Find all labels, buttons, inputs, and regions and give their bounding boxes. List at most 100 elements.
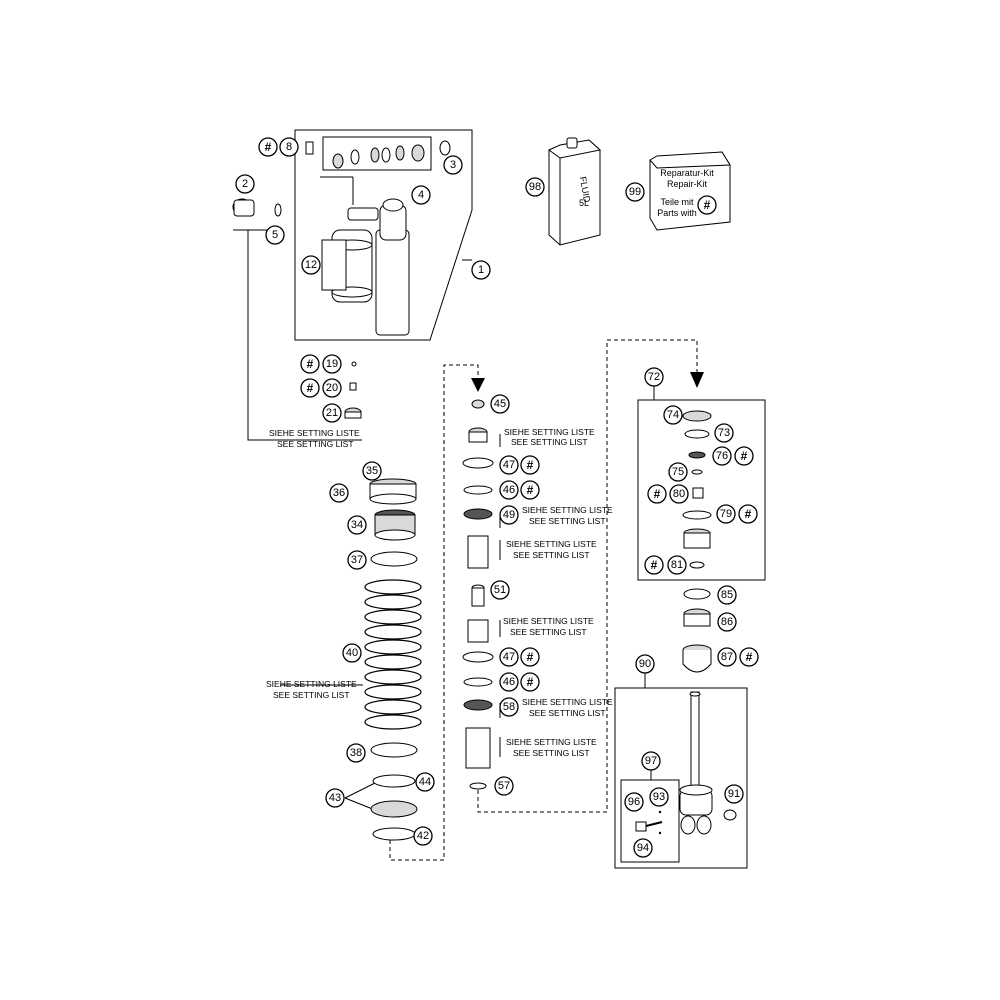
repair-kit-line3: Teile mit — [660, 197, 694, 207]
repair-kit-illustration: Reparatur-Kit Repair-Kit Teile mit Parts… — [649, 151, 731, 231]
svg-text:#: # — [741, 449, 748, 463]
svg-text:#: # — [527, 650, 534, 664]
spring-assembly-illustration — [339, 478, 418, 841]
setting-note-en: SEE SETTING LIST — [277, 439, 354, 449]
callout-5: 5 — [265, 225, 285, 245]
hash-badge: # — [520, 672, 540, 692]
svg-text:35: 35 — [366, 465, 378, 477]
callout-97: 97 — [641, 751, 661, 771]
callout-44: 44 — [415, 772, 435, 792]
svg-text:90: 90 — [639, 658, 651, 670]
svg-text:45: 45 — [494, 398, 506, 410]
callout-87: 87 — [717, 647, 737, 667]
callout-80: 80 — [669, 484, 689, 504]
svg-text:#: # — [704, 198, 711, 212]
callout-46b: 46 — [499, 672, 519, 692]
svg-text:97: 97 — [645, 755, 657, 767]
small-parts-19-21 — [344, 361, 362, 419]
svg-text:4: 4 — [418, 189, 424, 201]
arrow-down-45 — [471, 378, 485, 392]
callout-3: 3 — [443, 155, 463, 175]
callout-94: 94 — [633, 838, 653, 858]
dash-route-piston — [477, 339, 698, 813]
seal-kit-illustration — [332, 140, 451, 169]
callout-58: 58 — [499, 697, 519, 717]
svg-text:49: 49 — [503, 509, 515, 521]
callout-45: 45 — [490, 394, 510, 414]
hash-badge: # — [300, 354, 320, 374]
shock-body-illustration — [305, 141, 410, 336]
svg-text:#: # — [654, 487, 661, 501]
callout-21: 21 — [322, 403, 342, 423]
svg-text:#: # — [265, 140, 272, 154]
hash-badge: # — [300, 378, 320, 398]
svg-text:#: # — [527, 458, 534, 472]
svg-text:21: 21 — [326, 407, 338, 419]
svg-text:43: 43 — [329, 792, 341, 804]
svg-text:98: 98 — [529, 181, 541, 193]
svg-text:5: 5 — [272, 229, 278, 241]
setting-note-de: SIEHE SETTING LISTE — [506, 737, 597, 747]
callout-96: 96 — [624, 792, 644, 812]
callout-47b: 47 — [499, 647, 519, 667]
setting-note-en: SEE SETTING LIST — [511, 437, 588, 447]
svg-text:1: 1 — [478, 264, 484, 276]
svg-text:93: 93 — [653, 791, 665, 803]
callout-37: 37 — [347, 550, 367, 570]
svg-text:37: 37 — [351, 554, 363, 566]
svg-text:46: 46 — [503, 676, 515, 688]
svg-text:#: # — [527, 675, 534, 689]
callout-73: 73 — [714, 423, 734, 443]
callout-76: 76 — [712, 446, 732, 466]
fluid-volume: 5L — [579, 198, 589, 208]
callout-47a: 47 — [499, 455, 519, 475]
setting-note-de: SIEHE SETTING LISTE — [522, 697, 613, 707]
callout-51: 51 — [490, 580, 510, 600]
valve-frame — [620, 779, 680, 863]
coil-spring — [364, 579, 422, 730]
adjuster-parts-illustration — [682, 410, 712, 569]
setting-note-de: SIEHE SETTING LISTE — [266, 679, 357, 689]
lower-adjuster-illustration — [682, 588, 712, 673]
hash-badge: # — [647, 484, 667, 504]
callout-57: 57 — [494, 776, 514, 796]
callout-4: 4 — [411, 185, 431, 205]
svg-text:99: 99 — [629, 186, 641, 198]
svg-text:#: # — [651, 558, 658, 572]
repair-kit-line4: Parts with — [657, 208, 697, 218]
valve-parts-illustration — [635, 810, 663, 835]
svg-text:42: 42 — [417, 830, 429, 842]
svg-text:94: 94 — [637, 842, 649, 854]
setting-note-en: SEE SETTING LIST — [510, 627, 587, 637]
svg-text:2: 2 — [242, 178, 248, 190]
seal-kit-frame — [322, 136, 432, 171]
callout-93: 93 — [649, 787, 669, 807]
piston-rod-illustration — [679, 691, 737, 835]
svg-text:73: 73 — [718, 427, 730, 439]
svg-text:46: 46 — [503, 484, 515, 496]
svg-text:57: 57 — [498, 780, 510, 792]
setting-note-45: SIEHE SETTING LISTE SEE SETTING LIST — [504, 427, 595, 447]
svg-text:86: 86 — [721, 616, 733, 628]
callout-81: 81 — [667, 555, 687, 575]
callout-72: 72 — [644, 367, 664, 387]
svg-text:51: 51 — [494, 584, 506, 596]
callout-8: 8 — [279, 137, 299, 157]
setting-note-49: SIEHE SETTING LISTE SEE SETTING LIST — [522, 505, 613, 526]
setting-note-de: SIEHE SETTING LISTE — [506, 539, 597, 549]
callout-20: 20 — [322, 378, 342, 398]
setting-note-58: SIEHE SETTING LISTE SEE SETTING LIST — [522, 697, 613, 718]
hash-badge: # — [258, 137, 278, 157]
svg-text:40: 40 — [346, 647, 358, 659]
setting-note-shims-2: SIEHE SETTING LISTE SEE SETTING LIST — [503, 616, 594, 637]
reservoir-cap-illustration — [232, 198, 282, 217]
repair-kit-line2: Repair-Kit — [667, 179, 708, 189]
setting-note-en: SEE SETTING LIST — [529, 708, 606, 718]
svg-text:47: 47 — [503, 651, 515, 663]
svg-text:#: # — [307, 381, 314, 395]
hash-badge: # — [520, 480, 540, 500]
callout-34: 34 — [347, 515, 367, 535]
callout-38: 38 — [346, 743, 366, 763]
svg-text:76: 76 — [716, 450, 728, 462]
